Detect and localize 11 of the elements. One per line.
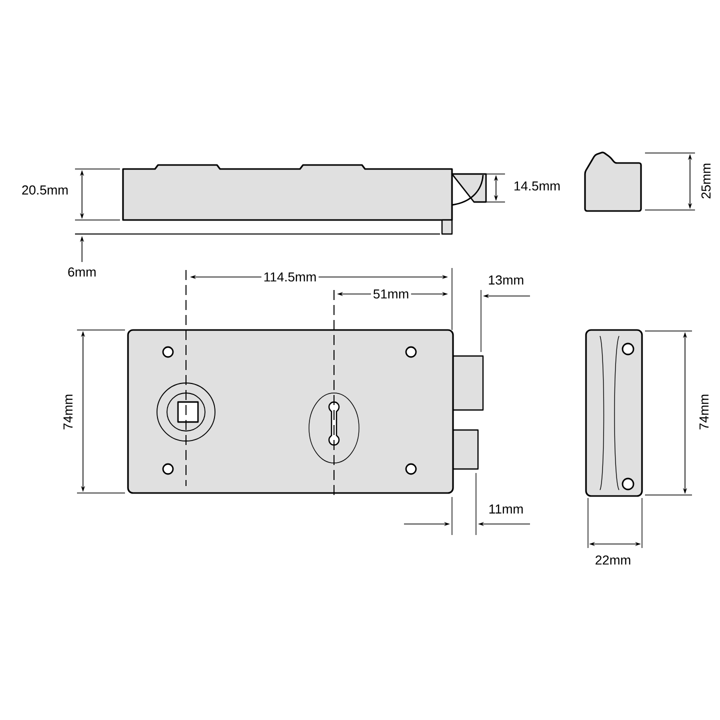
dimension-label: 51mm bbox=[370, 287, 412, 301]
dimension-label: 74mm bbox=[698, 392, 710, 432]
dimension-label: 11mm bbox=[486, 502, 526, 516]
dimension-label: 13mm bbox=[486, 273, 526, 287]
dimension-label: 25mm bbox=[699, 160, 713, 202]
dimension-label: 14.5mm bbox=[512, 179, 562, 193]
dimension-label: 114.5mm bbox=[261, 270, 319, 284]
dimension-label: 20.5mm bbox=[20, 183, 70, 197]
dimension-label: 22mm bbox=[592, 553, 634, 567]
dimension-label: 6mm bbox=[66, 265, 98, 279]
dimension-label: 74mm bbox=[62, 392, 74, 432]
